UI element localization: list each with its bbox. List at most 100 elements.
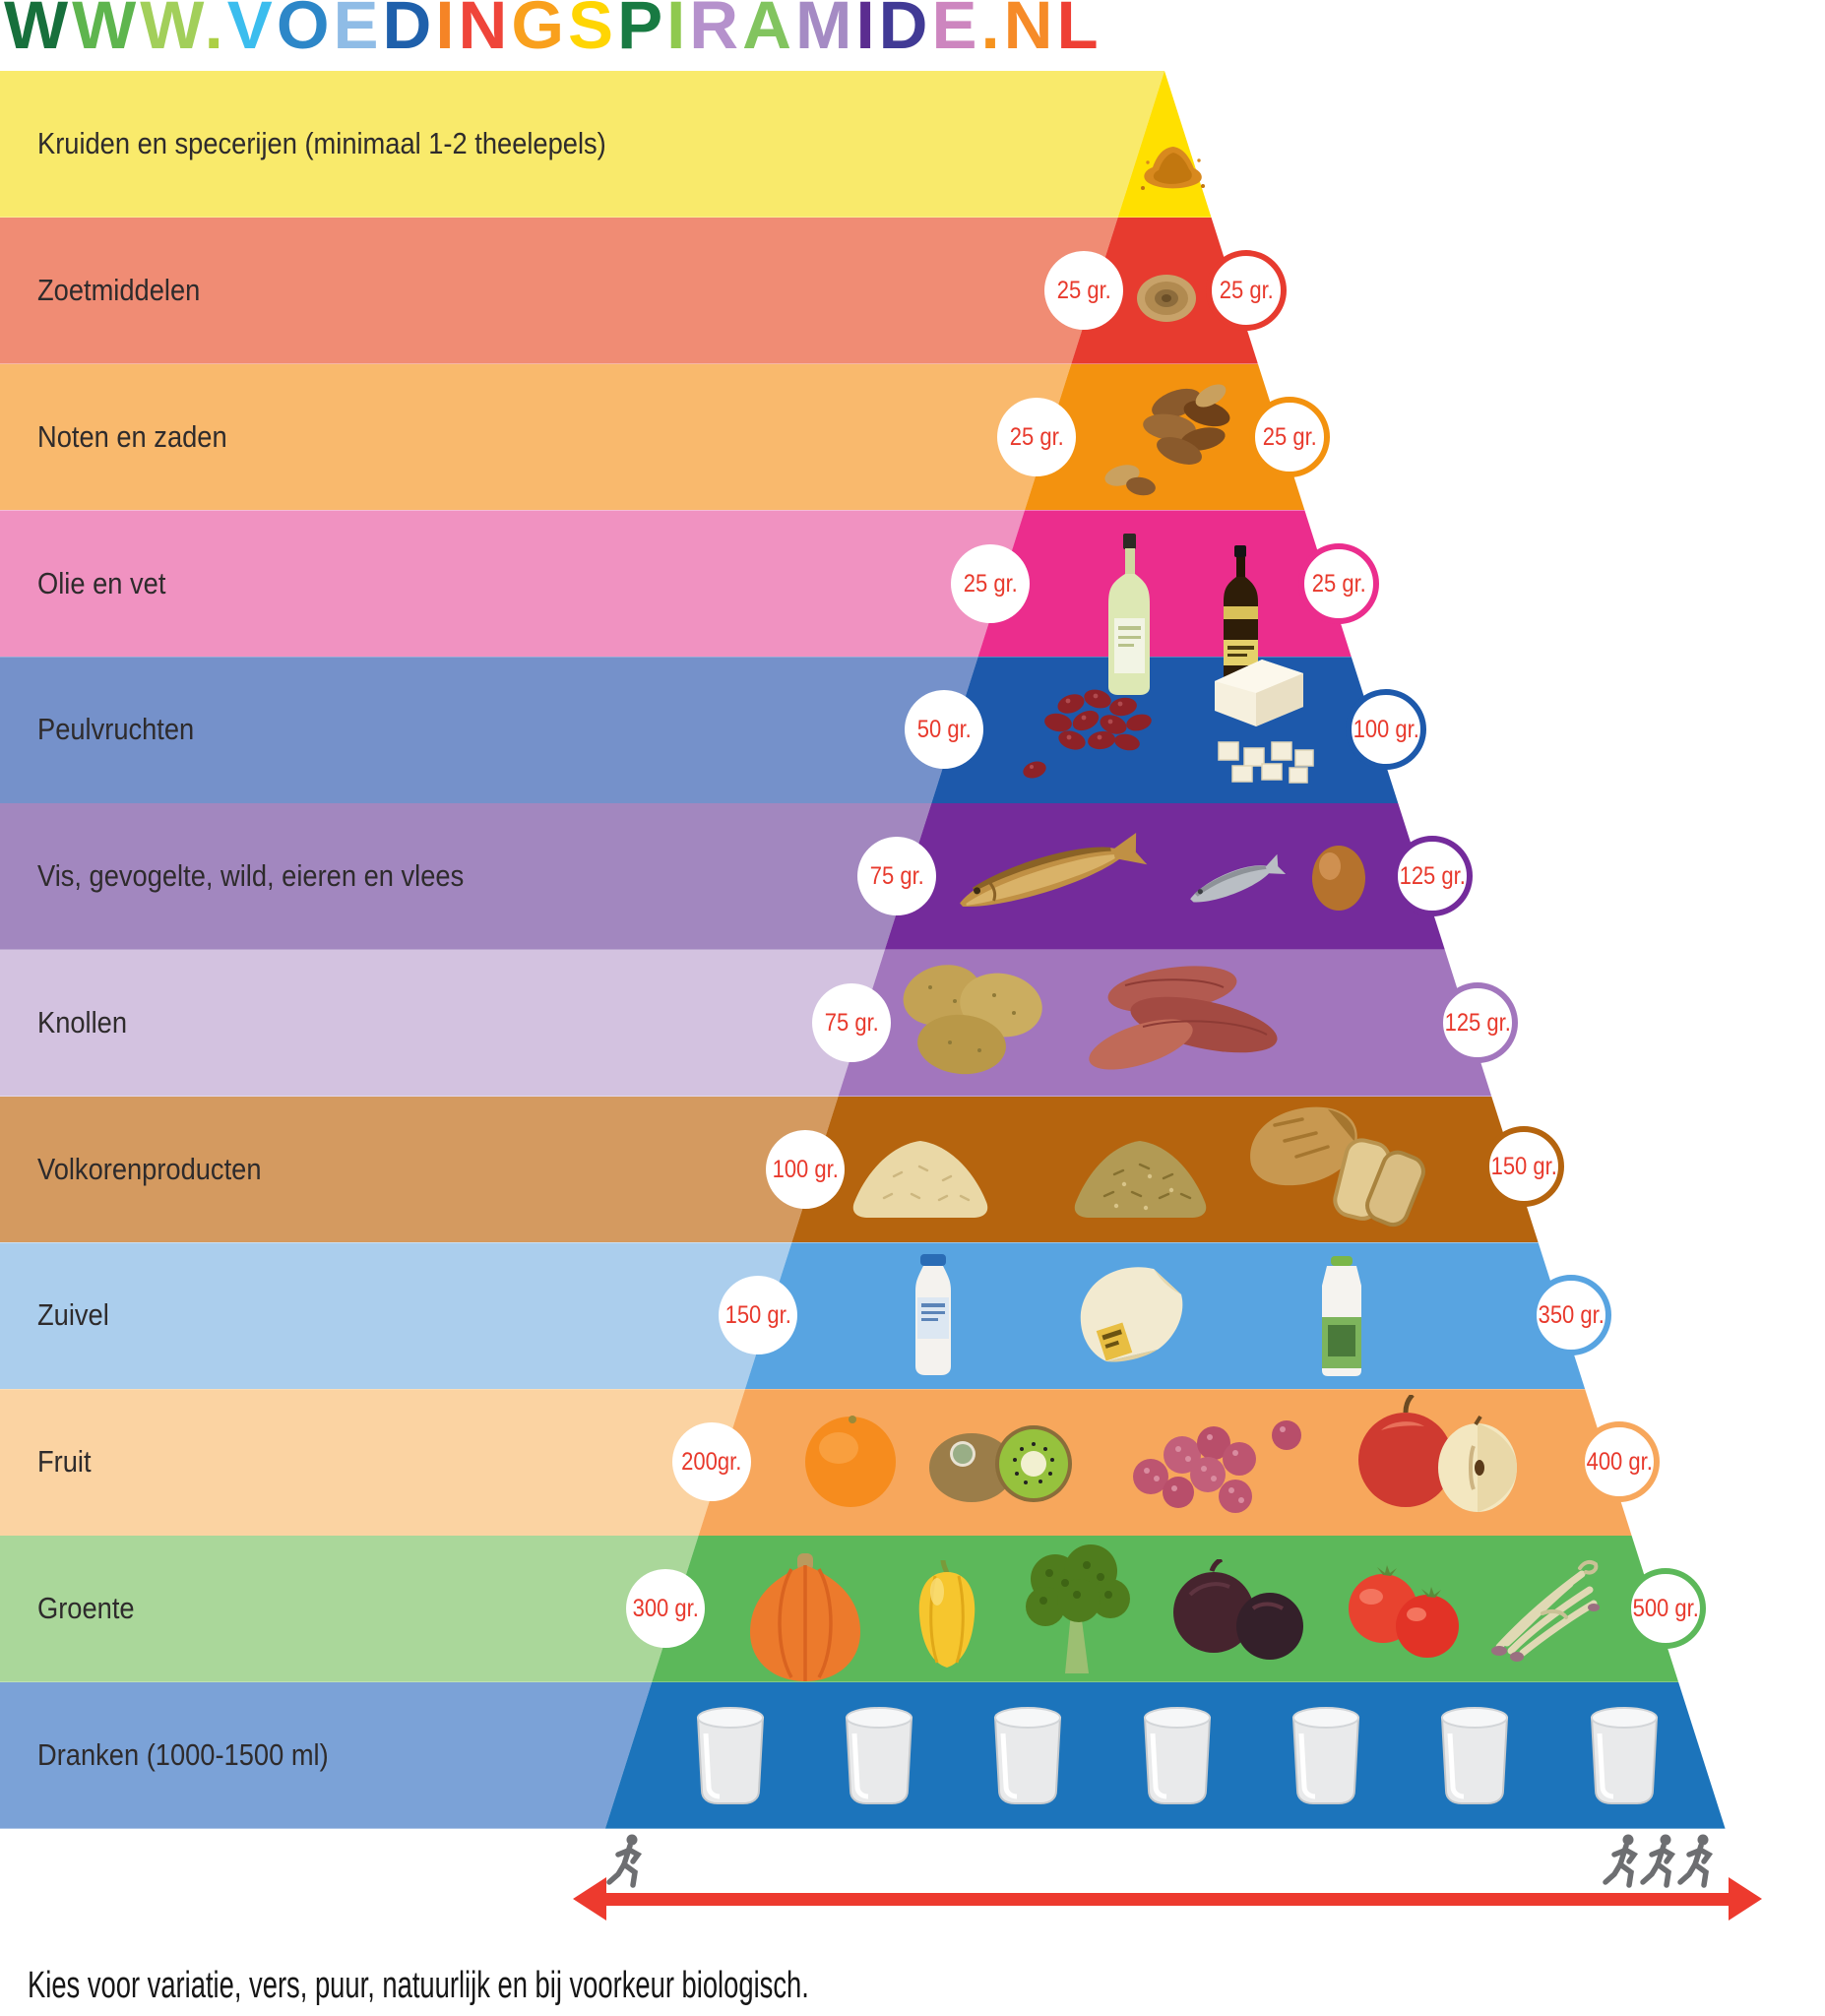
milk-bottle-icon [915, 1254, 951, 1375]
band-olie [0, 510, 1825, 658]
band-muted-area [0, 1536, 699, 1682]
band-label-kruiden: Kruiden en specerijen (minimaal 1-2 thee… [37, 126, 606, 160]
title-letter: W [4, 0, 73, 63]
amount-right-zoetmiddelen: 25 gr. [1206, 250, 1287, 331]
sweet-potatoes-icon [1089, 966, 1278, 1070]
apple-icon [1358, 1395, 1517, 1512]
raspberries-icon [1133, 1420, 1301, 1513]
title-letter: O [276, 0, 334, 63]
band-muted-area [0, 1389, 745, 1536]
title-letter: L [1056, 0, 1102, 63]
title-letter: E [931, 0, 981, 63]
grain-pile-icon [1074, 1141, 1207, 1218]
water-glass-icon [1291, 1707, 1360, 1804]
title-letter: S [568, 0, 618, 63]
amount-right-groente: 500 gr. [1625, 1568, 1706, 1649]
amount-right-olie: 25 gr. [1298, 543, 1379, 624]
amount-left-olie: 25 gr. [951, 544, 1030, 623]
pumpkin-icon [750, 1553, 860, 1681]
amount-right-fruit: 400 gr. [1579, 1421, 1660, 1502]
water-glass-icon [696, 1707, 765, 1804]
amount-right-vis: 125 gr. [1392, 836, 1473, 916]
band-muted-area [0, 1242, 792, 1390]
mixed-nuts-icon [1104, 384, 1230, 496]
amount-left-noten: 25 gr. [997, 398, 1076, 476]
title-letter: . [980, 0, 1004, 63]
cheese-wedge-icon [1080, 1267, 1183, 1362]
band-muted-area [0, 510, 1025, 658]
orange-icon [805, 1416, 896, 1507]
runner-group-icon [1603, 1834, 1714, 1888]
water-glass-icon [993, 1707, 1062, 1804]
title-letter: P [617, 0, 667, 63]
band-muted-area [0, 1096, 839, 1243]
band-groente [0, 1536, 1825, 1682]
band-pyramid-area [977, 510, 1352, 658]
amount-left-volkoren: 100 gr. [766, 1130, 845, 1209]
band-knollen [0, 949, 1825, 1097]
band-noten [0, 363, 1825, 511]
title-letter: V [226, 0, 277, 63]
bottom-caption: Kies voor variatie, vers, puur, natuurli… [28, 1965, 809, 2006]
band-muted-area [0, 217, 1118, 364]
yogurt-carton-icon [1322, 1256, 1361, 1376]
band-zuivel [0, 1242, 1825, 1390]
title-letter: D [382, 0, 436, 63]
runner-icon [606, 1834, 643, 1888]
band-label-knollen: Knollen [37, 1005, 128, 1040]
band-dranken [0, 1681, 1825, 1829]
band-muted-area [0, 657, 978, 803]
spice-pile-icon [1141, 147, 1205, 190]
band-muted-area [0, 71, 1164, 218]
band-label-fruit: Fruit [37, 1444, 92, 1479]
amount-left-zuivel: 150 gr. [719, 1276, 797, 1354]
title-letter: D [878, 0, 932, 63]
arrow-left-head [573, 1877, 606, 1921]
band-muted-area [0, 1681, 653, 1829]
amount-right-peulvruchten: 100 gr. [1346, 689, 1426, 770]
title-letter: I [666, 0, 690, 63]
potatoes-icon [903, 965, 1042, 1075]
title-letter: M [794, 0, 856, 63]
title-letter: E [333, 0, 383, 63]
broccoli-icon [1026, 1544, 1130, 1673]
band-kruiden [0, 71, 1825, 218]
title-letter: A [742, 0, 795, 63]
title-letter: I [855, 0, 879, 63]
dried-fig-icon [1137, 275, 1196, 322]
amount-right-noten: 25 gr. [1249, 397, 1330, 477]
tofu-cubes-icon [1215, 660, 1314, 784]
band-label-noten: Noten en zaden [37, 419, 227, 454]
amount-left-zoetmiddelen: 25 gr. [1044, 251, 1123, 330]
band-peulvruchten [0, 657, 1825, 803]
amount-right-zuivel: 350 gr. [1531, 1275, 1611, 1355]
band-label-vis: Vis, gevogelte, wild, eieren en vlees [37, 858, 465, 893]
amount-left-knollen: 75 gr. [812, 983, 891, 1062]
site-title: WWW.VOEDINGSPIRAMIDE.NL [4, 0, 1102, 61]
band-label-peulvruchten: Peulvruchten [37, 712, 195, 746]
band-pyramid-area [931, 657, 1399, 803]
title-letter: R [689, 0, 743, 63]
title-letter: N [458, 0, 512, 63]
band-label-groente: Groente [37, 1591, 135, 1625]
title-letter: W [72, 0, 141, 63]
olive-oil-bottle-icon [1108, 534, 1150, 695]
water-glass-icon [1440, 1707, 1509, 1804]
dark-oil-bottle-icon [1224, 545, 1258, 695]
band-fruit [0, 1389, 1825, 1536]
title-letter: W [140, 0, 205, 63]
band-label-olie: Olie en vet [37, 566, 166, 600]
arrow-right-head [1729, 1877, 1762, 1921]
band-muted-area [0, 803, 932, 950]
band-label-dranken: Dranken (1000-1500 ml) [37, 1737, 329, 1772]
band-label-volkoren: Volkorenproducten [37, 1152, 262, 1186]
water-glass-icon [845, 1707, 913, 1804]
water-glass-icon [1590, 1707, 1659, 1804]
band-muted-area [0, 363, 1072, 511]
smoked-fish-icon [960, 833, 1148, 907]
rice-pile-icon [852, 1141, 988, 1218]
band-zoetmiddelen [0, 217, 1825, 364]
yellow-pepper-icon [918, 1559, 975, 1668]
activity-range-arrow [602, 1893, 1734, 1906]
